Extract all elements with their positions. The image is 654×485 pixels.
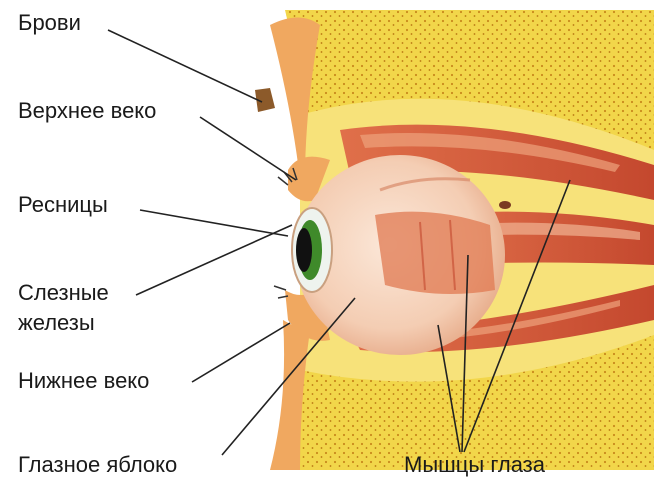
pupil <box>296 228 312 272</box>
label-eyeball: Глазное яблоко <box>18 452 177 478</box>
label-tear-glands-line1: Слезные <box>18 280 109 306</box>
label-lower-lid: Нижнее веко <box>18 368 149 394</box>
leader-upper-lid <box>200 117 296 180</box>
leader-brows <box>108 30 262 102</box>
label-brows: Брови <box>18 10 81 36</box>
tear-gland-mark <box>499 201 511 209</box>
eyeball-muscle-band <box>375 212 495 294</box>
label-lashes: Ресницы <box>18 192 108 218</box>
leader-lower-lid <box>192 323 290 382</box>
label-upper-lid: Верхнее веко <box>18 98 156 124</box>
label-tear-glands-line2: железы <box>18 310 95 336</box>
leader-lashes <box>140 210 288 236</box>
leader-tear-glands <box>136 225 292 295</box>
label-eye-muscles: Мышцы глаза <box>404 452 545 478</box>
